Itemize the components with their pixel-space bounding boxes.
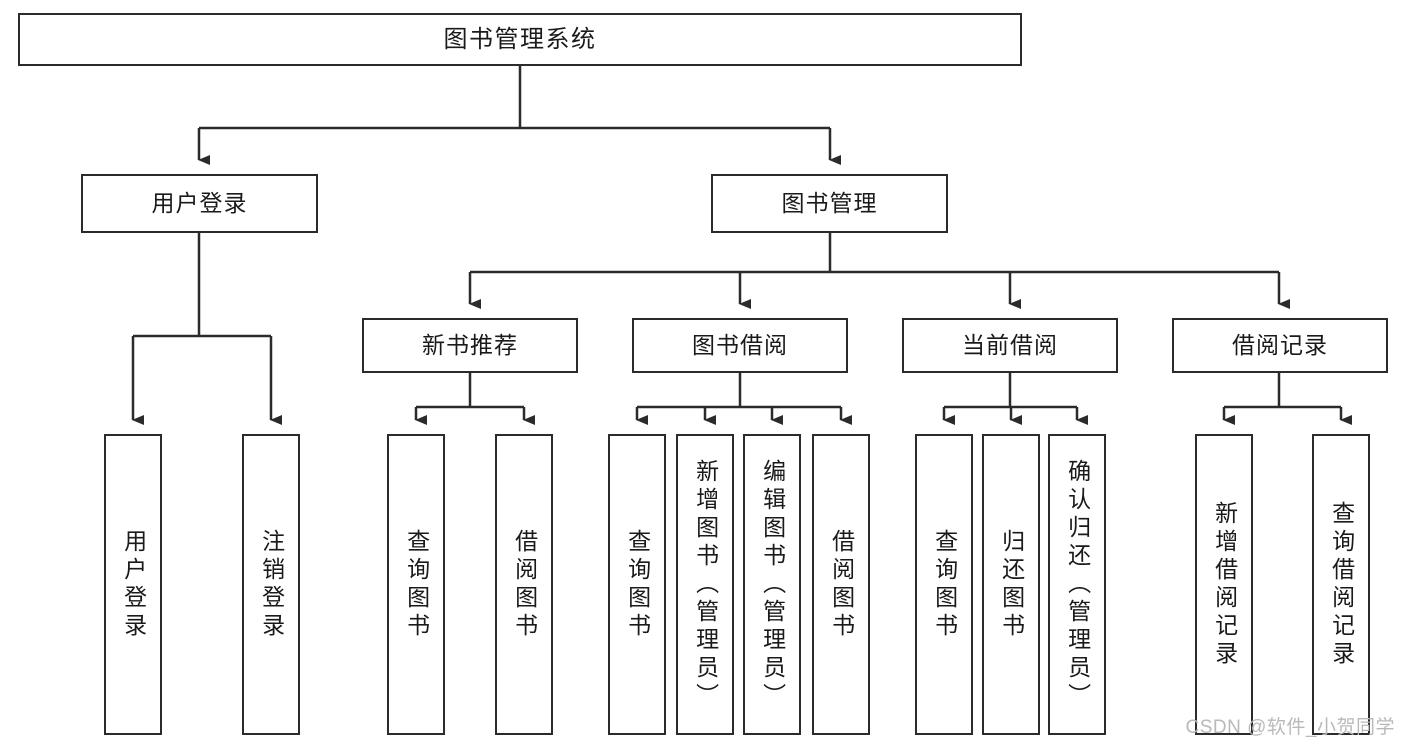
node-label: 新增借阅记录 bbox=[1211, 500, 1238, 669]
node-new-book-recommend[interactable]: 新书推荐 bbox=[362, 318, 578, 373]
node-borrow-record[interactable]: 借阅记录 bbox=[1172, 318, 1388, 373]
node-label: 查询图书 bbox=[931, 528, 958, 641]
node-book-borrow[interactable]: 图书借阅 bbox=[632, 318, 848, 373]
node-root-system[interactable]: 图书管理系统 bbox=[18, 13, 1022, 66]
node-book-management[interactable]: 图书管理 bbox=[711, 174, 948, 233]
leaf-borrow-query-book[interactable]: 查询图书 bbox=[608, 434, 666, 735]
leaf-user-logout[interactable]: 注销登录 bbox=[242, 434, 300, 735]
leaf-current-return-book[interactable]: 归还图书 bbox=[982, 434, 1040, 735]
node-label: 注销登录 bbox=[258, 528, 285, 641]
node-label: 查询图书 bbox=[624, 528, 651, 641]
leaf-recommend-query-book[interactable]: 查询图书 bbox=[387, 434, 445, 735]
node-label: 编辑图书（管理员） bbox=[759, 458, 786, 711]
node-label: 借阅记录 bbox=[1232, 332, 1328, 359]
node-label: 借阅图书 bbox=[828, 528, 855, 641]
node-label: 查询图书 bbox=[403, 528, 430, 641]
watermark: CSDN @软件_小贺同学 bbox=[1185, 717, 1395, 738]
leaf-record-add-borrow-record[interactable]: 新增借阅记录 bbox=[1195, 434, 1253, 735]
node-label: 新书推荐 bbox=[422, 332, 518, 359]
leaf-borrow-edit-book-admin[interactable]: 编辑图书（管理员） bbox=[743, 434, 801, 735]
leaf-record-query-borrow-record[interactable]: 查询借阅记录 bbox=[1312, 434, 1370, 735]
node-current-borrow[interactable]: 当前借阅 bbox=[902, 318, 1118, 373]
leaf-recommend-borrow-book[interactable]: 借阅图书 bbox=[495, 434, 553, 735]
node-label: 用户登录 bbox=[151, 190, 248, 217]
leaf-borrow-borrow-book[interactable]: 借阅图书 bbox=[812, 434, 870, 735]
node-label: 图书借阅 bbox=[692, 332, 788, 359]
leaf-current-confirm-return-admin[interactable]: 确认归还（管理员） bbox=[1048, 434, 1106, 735]
leaf-current-query-book[interactable]: 查询图书 bbox=[915, 434, 973, 735]
leaf-borrow-add-book-admin[interactable]: 新增图书（管理员） bbox=[676, 434, 734, 735]
node-label: 确认归还（管理员） bbox=[1064, 458, 1091, 711]
node-label: 查询借阅记录 bbox=[1328, 500, 1355, 669]
node-label: 当前借阅 bbox=[962, 332, 1058, 359]
node-label: 图书管理系统 bbox=[443, 25, 597, 53]
leaf-user-login[interactable]: 用户登录 bbox=[104, 434, 162, 735]
node-label: 图书管理 bbox=[781, 190, 878, 217]
node-label: 归还图书 bbox=[998, 528, 1025, 641]
node-user-login[interactable]: 用户登录 bbox=[81, 174, 318, 233]
node-label: 借阅图书 bbox=[511, 528, 538, 641]
node-label: 用户登录 bbox=[120, 528, 147, 641]
node-label: 新增图书（管理员） bbox=[692, 458, 719, 711]
